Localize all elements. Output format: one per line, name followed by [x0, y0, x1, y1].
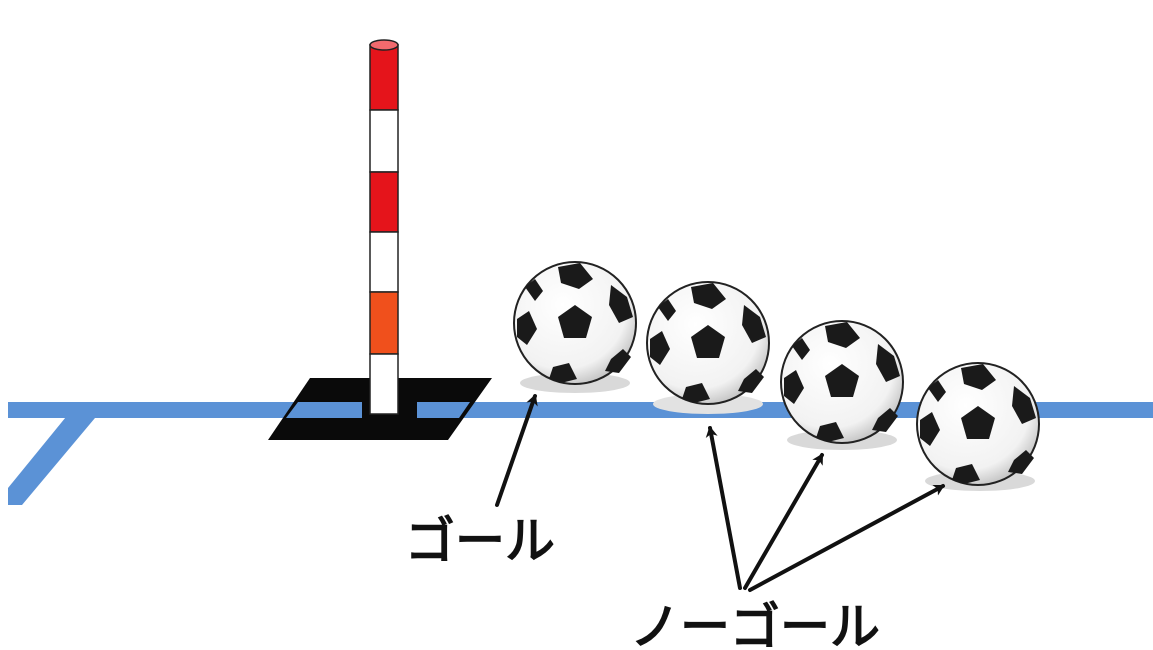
goal-post: [370, 40, 398, 414]
post-stripe-white-2: [370, 232, 398, 292]
no-goal-label: ノーゴール: [630, 598, 880, 650]
ball-no-goal-3-icon: [917, 363, 1039, 485]
ball-no-goal-2-icon: [781, 321, 903, 443]
goal-line-diagonal: [8, 412, 100, 505]
post-stripe-red-2: [370, 172, 398, 232]
arrow-no-goal-2: [745, 455, 822, 588]
post-stripe-white-1: [370, 110, 398, 172]
post-top: [370, 40, 398, 50]
goal-label: ゴール: [405, 512, 555, 570]
post-stripe-red-1: [370, 45, 398, 110]
arrow-no-goal-3: [750, 486, 943, 590]
ball-goal-icon: [514, 262, 636, 384]
post-stripe-white-3: [370, 354, 398, 414]
post-stripe-orange: [370, 292, 398, 354]
ball-no-goal-1-icon: [647, 282, 769, 404]
soccer-balls: [514, 262, 1039, 485]
arrow-no-goal-1: [710, 428, 740, 588]
